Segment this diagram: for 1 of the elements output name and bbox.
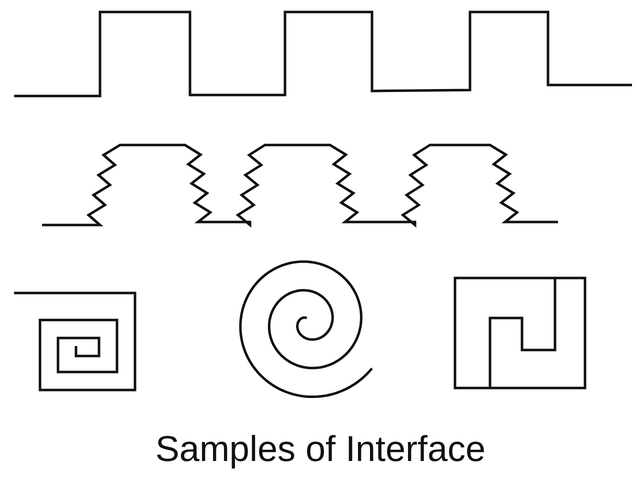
caption: Samples of Interface: [155, 428, 486, 470]
